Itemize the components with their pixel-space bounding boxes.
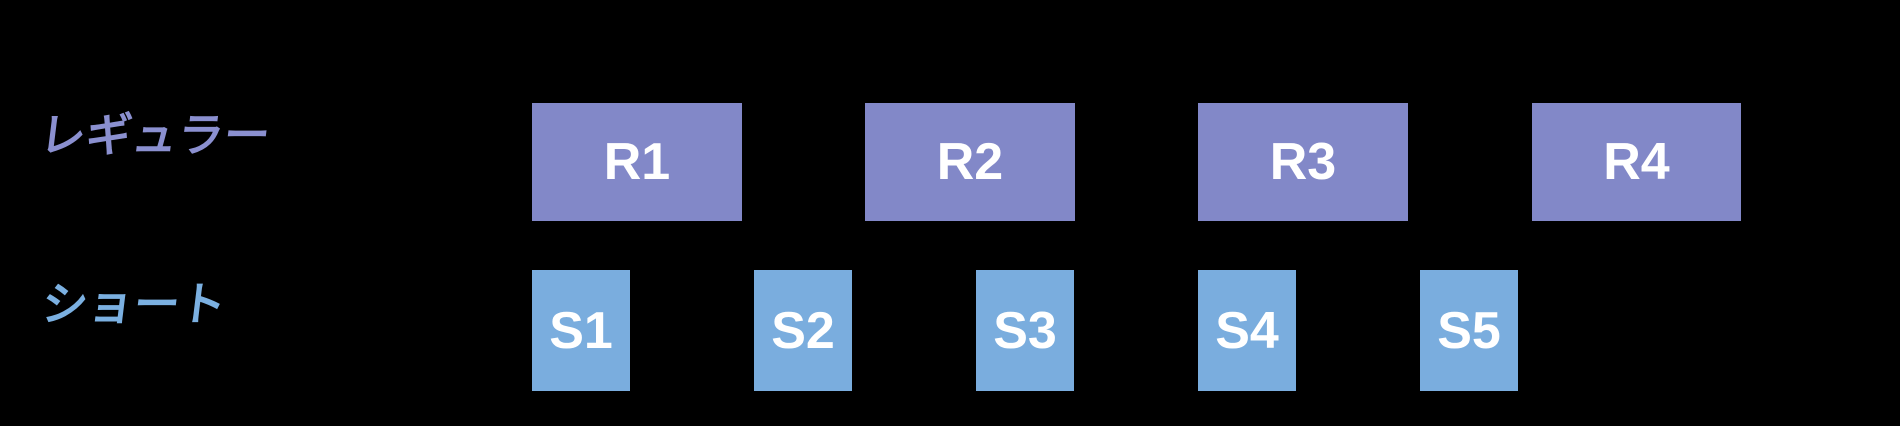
row-label-regular: レギュラー: [36, 109, 274, 161]
timeline-box-r3: R3: [1198, 103, 1408, 221]
timeline-box-s4: S4: [1198, 270, 1296, 391]
timeline-box-r4: R4: [1532, 103, 1741, 221]
timeline-box-s2: S2: [754, 270, 852, 391]
timeline-box-r2: R2: [865, 103, 1075, 221]
timeline-box-s5: S5: [1420, 270, 1518, 391]
row-label-short: ショート: [38, 278, 230, 330]
timeline-box-s1: S1: [532, 270, 630, 391]
timeline-box-r1: R1: [532, 103, 742, 221]
timeline-box-s3: S3: [976, 270, 1074, 391]
